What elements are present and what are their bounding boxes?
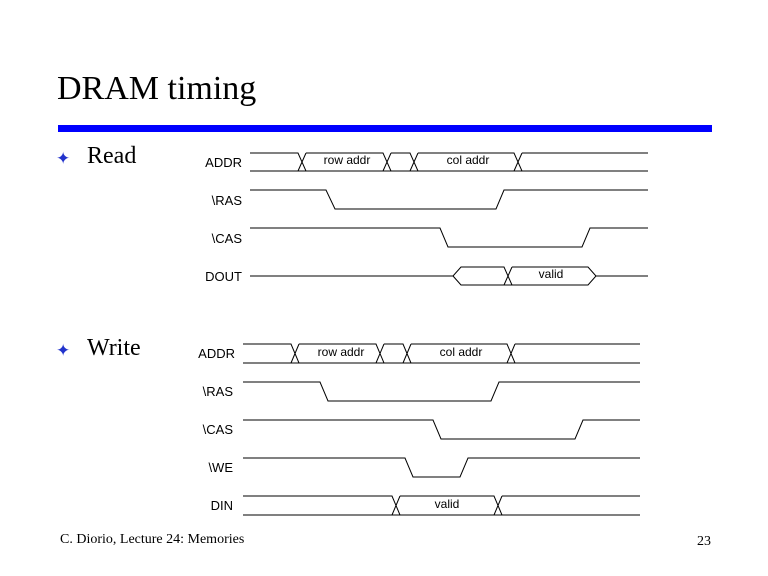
write-signal-ras: \RAS bbox=[203, 384, 234, 399]
read-col-addr-label: col addr bbox=[447, 153, 490, 167]
write-we-waveform bbox=[243, 457, 640, 478]
write-din-waveform bbox=[243, 495, 640, 516]
read-signal-addr: ADDR bbox=[205, 155, 242, 170]
title-divider bbox=[58, 125, 712, 132]
read-addr-waveform bbox=[250, 152, 648, 172]
write-addr-waveform bbox=[243, 343, 640, 364]
write-col-addr-label: col addr bbox=[440, 345, 483, 359]
read-signal-ras: \RAS bbox=[212, 193, 243, 208]
read-row-addr-label: row addr bbox=[324, 153, 371, 167]
four-point-star-icon: ✦ bbox=[56, 341, 71, 361]
read-valid-label: valid bbox=[539, 267, 564, 281]
write-signal-addr: ADDR bbox=[198, 346, 235, 361]
footer-credit: C. Diorio, Lecture 24: Memories bbox=[60, 532, 245, 547]
read-dout-waveform bbox=[250, 266, 648, 286]
write-valid-label: valid bbox=[435, 497, 460, 511]
write-signal-cas: \CAS bbox=[203, 422, 234, 437]
write-signal-din: DIN bbox=[211, 498, 233, 513]
read-ras-waveform bbox=[250, 189, 648, 210]
write-ras-waveform bbox=[243, 381, 640, 402]
read-cas-waveform bbox=[250, 227, 648, 248]
four-point-star-icon: ✦ bbox=[56, 149, 71, 169]
write-signal-we: \WE bbox=[208, 460, 233, 475]
slide-title: DRAM timing bbox=[57, 70, 257, 107]
read-signal-dout: DOUT bbox=[205, 269, 242, 284]
write-row-addr-label: row addr bbox=[318, 345, 365, 359]
read-signal-cas: \CAS bbox=[212, 231, 243, 246]
bullet-read: Read bbox=[87, 143, 137, 169]
page-number: 23 bbox=[697, 534, 711, 549]
bullet-write: Write bbox=[87, 335, 141, 361]
write-cas-waveform bbox=[243, 419, 640, 440]
